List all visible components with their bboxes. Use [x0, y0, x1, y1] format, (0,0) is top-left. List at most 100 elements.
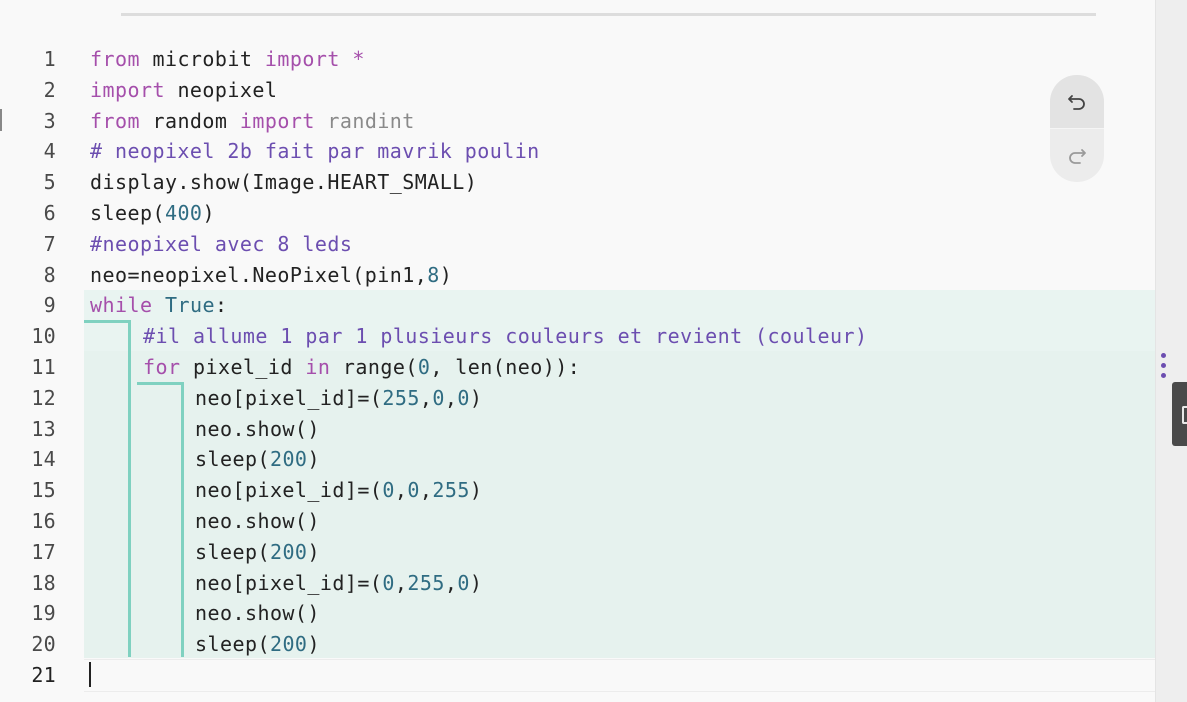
code-token: #il allume 1 par 1 plusieurs couleurs et…: [143, 324, 868, 349]
code-text: neo.show(): [195, 506, 320, 537]
code-token: import: [90, 77, 165, 102]
code-token: sleep(: [195, 539, 270, 564]
code-line[interactable]: 4# neopixel 2b fait par mavrik poulin: [0, 136, 1155, 167]
code-token: ): [469, 385, 483, 410]
code-token: sleep(: [90, 201, 165, 225]
code-token: ): [307, 632, 320, 657]
code-token: 255: [382, 385, 420, 410]
code-token: # neopixel 2b fait par mavrik poulin: [90, 139, 540, 164]
code-token: ): [307, 539, 320, 564]
undo-redo-group: [1050, 75, 1104, 182]
code-token: 0: [407, 478, 420, 503]
line-number: 9: [43, 293, 56, 318]
code-token: ,: [419, 385, 433, 410]
line-number: 21: [31, 663, 56, 687]
code-token: 0: [382, 478, 395, 503]
code-text: sleep(400): [90, 198, 215, 229]
code-token: sleep(: [195, 632, 270, 657]
code-text: #il allume 1 par 1 plusieurs couleurs et…: [143, 321, 867, 352]
code-token: ): [202, 201, 215, 225]
code-token: ,: [444, 385, 458, 410]
line-number: 8: [43, 262, 56, 287]
for-block-highlight: [84, 351, 1155, 658]
code-line[interactable]: 2 import neopixel: [0, 75, 1155, 106]
line-number: 6: [43, 201, 56, 225]
line-number: 7: [43, 231, 56, 256]
code-token: 255: [407, 570, 445, 595]
code-token: True: [164, 293, 215, 318]
redo-button[interactable]: [1050, 129, 1104, 182]
undo-button[interactable]: [1050, 75, 1104, 129]
line-number: 5: [43, 170, 56, 195]
code-token: neo.show(): [195, 509, 320, 533]
code-line[interactable]: 21: [0, 660, 1155, 691]
code-token: *: [339, 47, 365, 71]
code-line[interactable]: 6 sleep(400): [0, 198, 1155, 229]
code-token: 255: [432, 478, 470, 503]
code-token: neo[pixel_id]=(: [195, 385, 383, 410]
code-text: neo.show(): [195, 598, 320, 629]
code-token: neo.show(): [195, 601, 320, 626]
code-line[interactable]: 14 sleep(200): [0, 444, 1155, 475]
line-number: 18: [31, 570, 56, 595]
code-token: microbit: [139, 47, 265, 71]
code-token: neo=neopixel.NeoPixel(pin1,: [90, 262, 428, 287]
code-token: 200: [269, 447, 308, 472]
code-line[interactable]: 7 #neopixel avec 8 leds: [0, 229, 1155, 260]
code-line[interactable]: 17 sleep(200): [0, 537, 1155, 568]
code-token: random: [139, 108, 240, 133]
line-number: 14: [31, 447, 56, 472]
more-options-icon[interactable]: [1159, 352, 1169, 380]
code-token: ,: [419, 478, 433, 503]
side-panel-toggle-icon[interactable]: [1172, 382, 1187, 446]
redo-icon: [1069, 148, 1086, 164]
line-number: 11: [31, 355, 56, 379]
code-token: neopixel: [164, 77, 278, 102]
code-token: sleep(: [195, 447, 270, 472]
code-token: 0: [382, 570, 395, 595]
code-token: display.show(Image.HEART_SMALL): [90, 170, 478, 195]
code-token: 200: [269, 632, 308, 657]
code-token: neo[pixel_id]=(: [195, 478, 383, 503]
line-number: 3: [43, 108, 56, 133]
gutter-marker: [0, 109, 2, 131]
code-token: import: [264, 47, 340, 71]
code-text: neo[pixel_id]=(255,0,0): [195, 383, 482, 414]
code-token: pixel_id: [180, 355, 306, 379]
code-line[interactable]: 10#il allume 1 par 1 plusieurs couleurs …: [0, 321, 1155, 352]
line-number: 2: [43, 77, 56, 102]
code-token: ): [307, 447, 320, 472]
code-token: 200: [269, 539, 308, 564]
undo-icon: [1068, 94, 1085, 110]
code-token: 400: [164, 201, 203, 225]
for-indent-guide: [181, 382, 184, 657]
code-text: sleep(200): [195, 629, 320, 660]
vertical-scrollbar[interactable]: [1155, 0, 1187, 702]
code-token: for: [143, 355, 181, 379]
code-text: # neopixel 2b fait par mavrik poulin: [90, 136, 540, 167]
line-number: 20: [31, 632, 56, 657]
code-token: 0: [432, 385, 445, 410]
code-line[interactable]: 20 sleep(200): [0, 629, 1155, 660]
line-number: 15: [31, 478, 56, 503]
code-text: neo[pixel_id]=(0,255,0): [195, 568, 482, 599]
while-block-highlight: [84, 290, 1155, 352]
code-token: #neopixel avec 8 leds: [90, 231, 353, 256]
code-token: from: [90, 108, 140, 133]
code-token: from: [90, 47, 140, 71]
code-token: 0: [457, 385, 470, 410]
code-line[interactable]: 5 display.show(Image.HEART_SMALL): [0, 167, 1155, 198]
code-line[interactable]: 18 neo[pixel_id]=(0,255,0): [0, 568, 1155, 599]
line-number: 17: [31, 539, 56, 564]
